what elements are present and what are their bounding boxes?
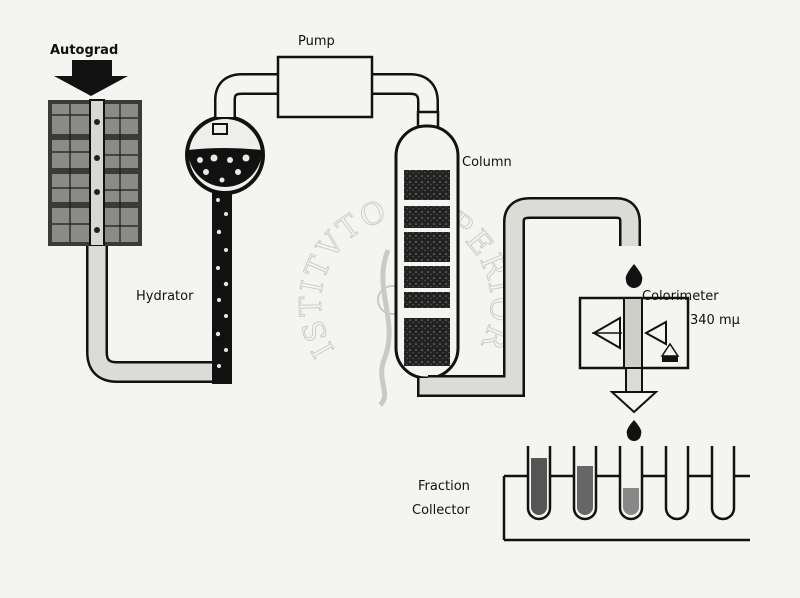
fraction-collector [502, 446, 750, 542]
pump-label: Pump [298, 34, 335, 49]
drop-icon [626, 420, 642, 441]
wavelength-label: 340 mμ [690, 313, 740, 328]
test-tube [572, 446, 598, 521]
outlet-arrow [609, 367, 659, 414]
drop-icon [625, 264, 643, 288]
test-tube [526, 446, 552, 521]
collector-label: Collector [412, 503, 470, 518]
test-tube [618, 446, 644, 521]
test-tube [710, 446, 736, 521]
chromatography-column [394, 110, 460, 380]
tube-autograd-to-hydrator [86, 246, 226, 383]
pump-box [276, 55, 374, 119]
autograd-arrow [54, 60, 128, 96]
column-label: Column [462, 155, 512, 170]
test-tube [664, 446, 690, 521]
hydrator-flask [185, 115, 265, 384]
colorimeter-label: Colorimeter [642, 289, 719, 304]
fraction-label: Fraction [418, 479, 470, 494]
autograd-chamber-block [48, 99, 142, 247]
colorimeter [578, 296, 690, 370]
autograd-label: Autograd [50, 43, 118, 58]
hydrator-label: Hydrator [136, 289, 194, 304]
